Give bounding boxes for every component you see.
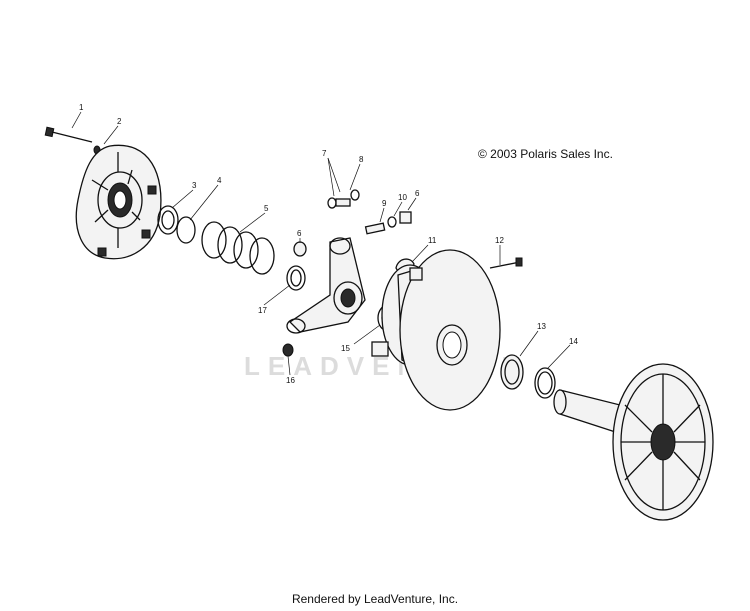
part-7-8-pin-clips[interactable] bbox=[327, 189, 360, 209]
callout-10: 10 bbox=[398, 193, 407, 202]
part-5-spring[interactable] bbox=[201, 221, 275, 275]
callout-16: 16 bbox=[286, 376, 295, 385]
callout-9: 9 bbox=[382, 199, 387, 208]
callout-5: 5 bbox=[264, 204, 269, 213]
callout-8: 8 bbox=[359, 155, 364, 164]
callout-17: 17 bbox=[258, 306, 267, 315]
part-17-retainer[interactable] bbox=[286, 265, 306, 291]
fixed-sheave[interactable] bbox=[553, 363, 714, 521]
callout-3: 3 bbox=[192, 181, 197, 190]
callout-15: 15 bbox=[341, 344, 350, 353]
part-13-bushing[interactable] bbox=[500, 354, 524, 390]
callout-12: 12 bbox=[495, 236, 504, 245]
spider-arm-assembly[interactable] bbox=[286, 237, 366, 334]
rendered-by-footer: Rendered by LeadVenture, Inc. bbox=[291, 592, 459, 606]
part-9-pin[interactable] bbox=[364, 222, 386, 235]
moveable-sheave[interactable] bbox=[371, 249, 501, 411]
part-6-roller-right[interactable] bbox=[399, 211, 412, 224]
callout-numbers: 1 2 3 4 5 6 7 8 9 10 6 11 12 13 14 15 16… bbox=[79, 103, 578, 385]
cover-plate[interactable] bbox=[75, 144, 162, 260]
leader-lines bbox=[71, 111, 571, 376]
callout-4: 4 bbox=[217, 176, 222, 185]
copyright-notice: © 2003 Polaris Sales Inc. bbox=[478, 147, 613, 161]
callout-14: 14 bbox=[569, 337, 578, 346]
callout-7: 7 bbox=[322, 149, 327, 158]
callout-6-right: 6 bbox=[415, 189, 420, 198]
part-14-ring[interactable] bbox=[534, 367, 556, 399]
callout-11: 11 bbox=[428, 236, 437, 245]
part-1-bolt[interactable] bbox=[44, 126, 93, 143]
callout-6-left: 6 bbox=[297, 229, 302, 238]
callout-1: 1 bbox=[79, 103, 84, 112]
part-16-nut[interactable] bbox=[282, 343, 294, 357]
part-4-ring[interactable] bbox=[176, 216, 196, 244]
part-12-bolt[interactable] bbox=[489, 257, 523, 269]
callout-13: 13 bbox=[537, 322, 546, 331]
callout-2: 2 bbox=[117, 117, 122, 126]
part-3-bushing[interactable] bbox=[157, 205, 179, 235]
part-6-roller-left[interactable] bbox=[293, 241, 307, 257]
part-10-washer[interactable] bbox=[387, 216, 397, 228]
